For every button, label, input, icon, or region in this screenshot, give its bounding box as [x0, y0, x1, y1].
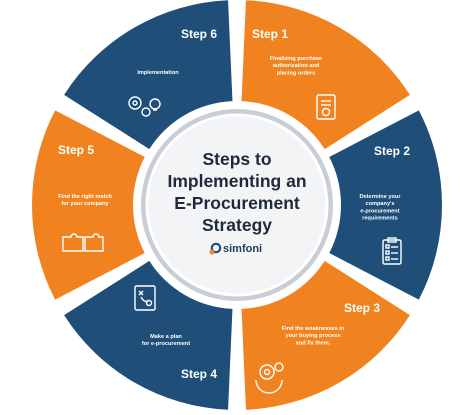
- step-2-desc-line: e-procurement: [360, 208, 399, 214]
- step-4-desc-line: for e-procurement: [142, 341, 190, 347]
- step-3-desc-line: Find the weaknesses in: [282, 326, 345, 332]
- gears-cycle-icon: [255, 362, 284, 394]
- segment-step-2: [329, 110, 442, 300]
- segment-step-5: [32, 110, 145, 300]
- step-2-desc-line: requirements: [362, 216, 397, 222]
- simfoni-logo: simfoni: [209, 242, 262, 255]
- checklist-clipboard-icon: [382, 237, 402, 265]
- step-1-desc-line: placing orders: [277, 70, 316, 76]
- step-1-label: Step 1: [252, 27, 288, 41]
- step-1-desc-line: Finalizing purchase: [270, 56, 322, 62]
- step-2-desc-line: company's: [366, 201, 395, 207]
- step-icons: [62, 94, 402, 394]
- step-4-desc-line: Make a plan: [150, 334, 182, 340]
- invoice-document-icon: [316, 94, 336, 120]
- step-5-label: Step 5: [58, 143, 94, 157]
- strategy-plan-icon: [134, 285, 156, 311]
- brand-name: simfoni: [223, 243, 262, 255]
- title-line-4: Strategy: [202, 215, 272, 235]
- title-line-3: E-Procurement: [174, 193, 300, 213]
- logo-mark-icon: [210, 242, 222, 254]
- step-4-label: Step 4: [181, 367, 217, 381]
- logo-dot-icon: [209, 249, 215, 255]
- puzzle-pieces-icon: [62, 233, 104, 252]
- segment-step-3: [241, 260, 410, 410]
- segment-step-4: [64, 260, 233, 410]
- step-3-label: Step 3: [344, 301, 380, 315]
- center-circle: [145, 113, 329, 297]
- wheel-segments: [32, 0, 442, 410]
- step-2-label: Step 2: [374, 144, 410, 158]
- step-6-label: Step 6: [181, 27, 217, 41]
- segment-step-1: [241, 0, 410, 150]
- step-5-desc-line: Find the right match: [58, 194, 112, 200]
- title-line-2: Implementing an: [167, 171, 306, 191]
- step-2-desc-line: Determine your: [359, 194, 401, 200]
- title-line-1: Steps to: [202, 149, 271, 169]
- gears-lightbulb-icon: [128, 96, 161, 117]
- segment-step-6: [64, 0, 233, 150]
- step-6-desc-line: Implementation: [137, 70, 179, 76]
- step-5-desc-line: for your company: [61, 201, 109, 207]
- step-3-desc-line: your buying process: [285, 333, 340, 339]
- step-1-desc-line: authorization and: [273, 63, 320, 69]
- step-3-desc-line: and fix them.: [296, 340, 331, 346]
